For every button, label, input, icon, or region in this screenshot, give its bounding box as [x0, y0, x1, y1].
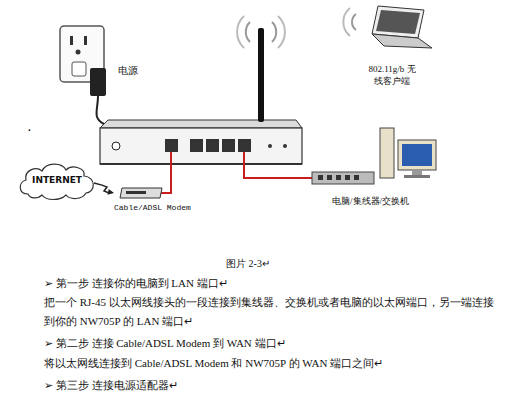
modem-box: Cable/ADSL Modem: [114, 186, 191, 213]
illustration-part: [258, 28, 264, 122]
illustration-part: [160, 152, 171, 193]
device-label-text: 电源: [118, 64, 138, 77]
figure-caption: 图片 2-3↵: [188, 254, 308, 273]
laptop: [343, 6, 432, 48]
illustration-part: [318, 175, 323, 180]
cloud-text: INTERNET: [32, 175, 82, 187]
illustration-part: [402, 144, 432, 166]
step-heading: ➢ 第一步 连接你的电脑到 LAN 端口↵: [44, 274, 228, 293]
illustration-part: [376, 10, 420, 34]
step-heading: ➢ 第二步 连接 Cable/ADSL Modem 到 WAN 端口↵: [44, 334, 286, 353]
illustration-part: [100, 120, 302, 128]
illustration-part: [246, 22, 250, 42]
cloud-outline: [20, 164, 93, 199]
illustration-part: [112, 142, 120, 150]
device-label-text: 电脑/集线器/交换机: [332, 196, 409, 208]
computer: [380, 128, 436, 178]
device-label: 电源: [118, 64, 138, 77]
arrowhead: [108, 189, 114, 195]
illustration-part: [283, 144, 287, 148]
illustration-part: [165, 139, 178, 152]
lightning-connector: [94, 183, 114, 195]
illustration-part: [70, 36, 73, 45]
illustration-part: [354, 175, 359, 180]
antenna: [237, 16, 285, 122]
modem-icon: [118, 186, 164, 200]
illustration-part: [380, 128, 394, 178]
illustration-part: [412, 170, 422, 175]
body-text: 把一个 RJ-45 以太网线接头的一段连接到集线器、交换机或者电脑的以太网端口，…: [44, 293, 496, 331]
illustration-part: [352, 14, 356, 30]
illustration-part: [278, 16, 285, 48]
device-label: 802.11g/b 无线客户端: [364, 64, 420, 87]
illustration-part: [272, 22, 276, 42]
modem-icon: [126, 191, 146, 194]
illustration-part: [343, 8, 350, 36]
illustration-part: [190, 139, 203, 152]
illustration-part: [76, 50, 81, 55]
device-label-text: Cable/ADSL Modem: [114, 203, 191, 213]
step-heading: ➢ 第三步 连接电源适配器↵: [44, 376, 178, 395]
illustration-part: [312, 172, 374, 184]
illustration-part: [398, 140, 436, 170]
body-text: 将以太网线连接到 Cable/ADSL Modem 和 NW705P 的 WAN…: [44, 354, 383, 373]
device-label: 电脑/集线器/交换机: [332, 196, 409, 208]
illustration-part: [100, 128, 302, 164]
hub: [312, 172, 374, 184]
illustration-part: [238, 139, 251, 152]
modem-icon: [120, 188, 162, 198]
illustration-part: [372, 34, 432, 48]
ethernet-cable: [160, 152, 312, 193]
illustration-part: [206, 139, 219, 152]
stray-mark: .: [28, 118, 31, 137]
illustration-part: [244, 152, 312, 178]
illustration-part: [372, 6, 424, 38]
illustration-part: [72, 62, 86, 76]
illustration-part: [404, 175, 430, 178]
illustration-part: [345, 175, 350, 180]
illustration-part: [84, 36, 87, 45]
illustration-part: [237, 16, 244, 48]
device-label-text: 802.11g/b 无线客户端: [364, 64, 420, 87]
illustration-part: [222, 139, 235, 152]
illustration-part: [268, 144, 272, 148]
internet-cloud: INTERNET: [16, 160, 98, 202]
lightning-connector: [94, 183, 109, 193]
wireless-router: [100, 120, 302, 164]
illustration-part: [100, 163, 302, 165]
illustration-part: [90, 68, 106, 96]
illustration-part: [327, 175, 332, 180]
illustration-part: [336, 175, 341, 180]
